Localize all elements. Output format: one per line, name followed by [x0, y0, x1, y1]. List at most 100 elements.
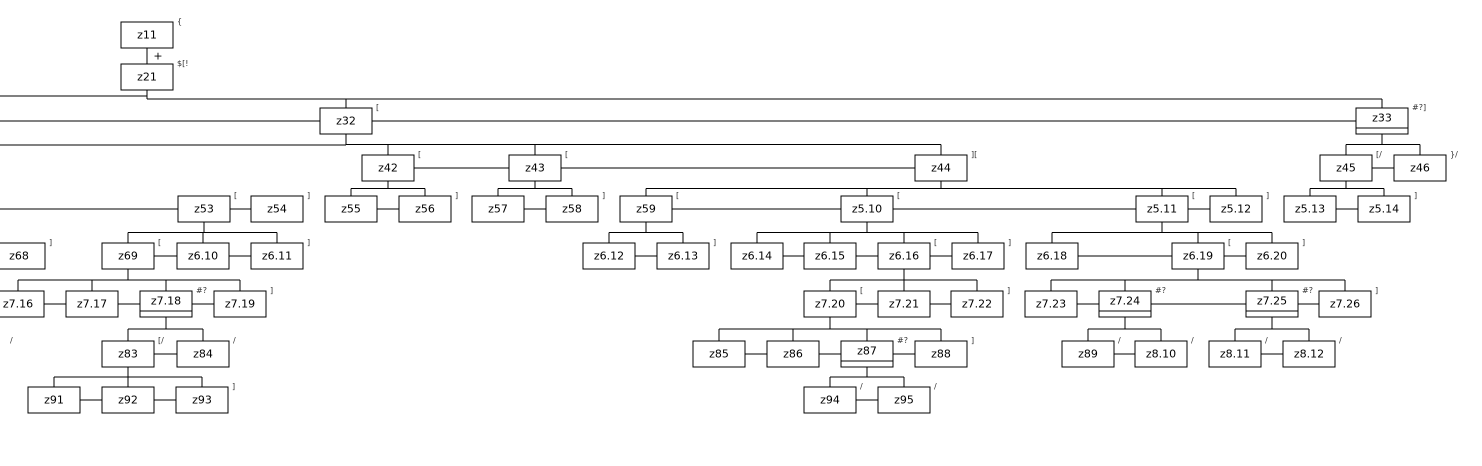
node-label: z94 [820, 394, 840, 407]
tree-node-z6.18[interactable]: z6.18 [1025, 242, 1079, 270]
tree-node-z88[interactable]: z88] [914, 336, 974, 368]
tree-node-z7.22[interactable]: z7.22] [950, 286, 1010, 318]
tree-node-z7.18[interactable]: z7.18#? [139, 286, 207, 318]
tree-node-z57[interactable]: z57 [471, 195, 525, 223]
tree-node-z83[interactable]: z83[/ [101, 336, 164, 368]
node-box [0, 242, 46, 270]
node-annotation: [ [158, 238, 161, 247]
tree-node-z6.14[interactable]: z6.14 [730, 242, 784, 270]
node-box [877, 290, 931, 318]
tree-node-z7.25[interactable]: z7.25#? [1245, 286, 1313, 318]
tree-node-z46[interactable]: z46}/ [1393, 150, 1458, 182]
tree-node-z6.11[interactable]: z6.11] [250, 238, 310, 270]
tree-node-z5.12[interactable]: z5.12] [1209, 191, 1269, 223]
tree-node-z84[interactable]: z84/ [176, 336, 236, 368]
tree-node-z85[interactable]: z85 [692, 340, 746, 368]
tree-node-z7.23[interactable]: z7.23 [1024, 290, 1078, 318]
tree-node-z6.15[interactable]: z6.15 [803, 242, 857, 270]
tree-node-z32[interactable]: z32[ [319, 103, 379, 135]
nodes-layer: z11{z21$[!z32[z33#?]z42[z43[z44][z45[/z4… [0, 17, 1458, 414]
tree-node-z5.14[interactable]: z5.14] [1357, 191, 1417, 223]
node-label: z8.11 [1220, 348, 1250, 361]
tree-node-z8.11[interactable]: z8.11/ [1208, 336, 1268, 368]
tree-node-z8.10[interactable]: z8.10/ [1134, 336, 1194, 368]
tree-node-z7.17[interactable]: z7.17 [65, 290, 119, 318]
node-label: z89 [1078, 348, 1098, 361]
tree-node-z7.16[interactable]: z7.16 [0, 290, 45, 318]
node-annotation: / [1191, 336, 1194, 345]
tree-node-z7.21[interactable]: z7.21 [877, 290, 931, 318]
node-annotation: ] [602, 191, 605, 200]
node-annotation: ] [1007, 286, 1010, 295]
tree-node-z87[interactable]: z87#? [840, 336, 908, 368]
tree-node-z58[interactable]: z58] [545, 191, 605, 223]
tree-node-z42[interactable]: z42[ [361, 150, 421, 182]
tree-node-z43[interactable]: z43[ [508, 150, 568, 182]
tree-node-z89[interactable]: z89/ [1061, 336, 1121, 368]
node-annotation: ] [307, 238, 310, 247]
tree-node-z6.13[interactable]: z6.13] [656, 238, 716, 270]
tree-node-z91[interactable]: z91 [27, 386, 81, 414]
node-annotation: / [1339, 336, 1342, 345]
tree-node-z8.12[interactable]: z8.12 / [1282, 336, 1342, 368]
tree-node-z44[interactable]: z44][ [914, 150, 977, 182]
tree-node-z6.12[interactable]: z6.12 [582, 242, 636, 270]
node-box [361, 154, 415, 182]
tree-node-z21[interactable]: z21$[! [120, 59, 188, 91]
tree-node-z6.20[interactable]: z6.20] [1245, 238, 1305, 270]
node-annotation: [ [934, 238, 937, 247]
tree-node-z6.19[interactable]: z6.19[ [1171, 238, 1231, 270]
tree-node-z54[interactable]: z54] [250, 191, 310, 223]
tree-node-z55[interactable]: z55 [324, 195, 378, 223]
tree-node-z7.19[interactable]: z7.19] [213, 286, 273, 318]
node-label: z5.10 [852, 203, 882, 216]
node-label: z6.19 [1183, 250, 1213, 263]
node-label: z86 [783, 348, 803, 361]
node-label: z42 [378, 162, 398, 175]
tree-node-z86[interactable]: z86 [766, 340, 820, 368]
tree-node-z11[interactable]: z11{ [120, 17, 182, 49]
tree-node-z56[interactable]: z56] [398, 191, 458, 223]
node-box [101, 386, 155, 414]
tree-node-z94[interactable]: z94/ [803, 382, 863, 414]
tree-node-z7.20[interactable]: z7.20[ [803, 286, 863, 318]
node-annotation: ] [1266, 191, 1269, 200]
node-box [877, 386, 931, 414]
node-box [1282, 340, 1336, 368]
tree-node-z45[interactable]: z45[/ [1319, 150, 1382, 182]
node-box [840, 195, 894, 223]
tree-node-z95[interactable]: z95/ [877, 382, 937, 414]
node-annotation: [ [234, 191, 237, 200]
node-label: z45 [1336, 162, 1356, 175]
node-annotation: #? [897, 336, 908, 345]
node-box [139, 290, 193, 318]
tree-node-z68[interactable]: z68] [0, 238, 52, 270]
node-label: z6.20 [1257, 250, 1287, 263]
tree-node-z5.13[interactable]: z5.13 [1283, 195, 1337, 223]
node-box [914, 340, 968, 368]
tree-node-z6.16[interactable]: z6.16[ [877, 238, 937, 270]
node-label: z6.12 [594, 250, 624, 263]
tree-node-z53[interactable]: z53[ [177, 191, 237, 223]
node-box [803, 386, 857, 414]
node-label: z32 [336, 115, 356, 128]
node-annotation: [ [676, 191, 679, 200]
tree-node-z92[interactable]: z92 [101, 386, 155, 414]
tree-node-z6.17[interactable]: z6.17] [951, 238, 1011, 270]
node-label: z57 [488, 203, 508, 216]
tree-node-z5.11[interactable]: z5.11[ [1135, 191, 1195, 223]
node-label: z5.13 [1295, 203, 1325, 216]
node-box [324, 195, 378, 223]
tree-node-z93[interactable]: z93] [175, 382, 235, 414]
tree-node-cut[interactable]: / [10, 336, 13, 345]
tree-node-z7.24[interactable]: z7.24#? [1098, 286, 1166, 318]
node-annotation: [ [1192, 191, 1195, 200]
tree-node-z5.10[interactable]: z5.10[ [840, 191, 900, 223]
tree-node-z59[interactable]: z59[ [619, 191, 679, 223]
node-annotation: ] [971, 336, 974, 345]
tree-node-z69[interactable]: z69[ [101, 238, 161, 270]
tree-node-z33[interactable]: z33#?] [1355, 103, 1426, 135]
node-label: z8.12 [1294, 348, 1324, 361]
tree-node-z6.10[interactable]: z6.10 [176, 242, 230, 270]
tree-node-z7.26[interactable]: z7.26] [1318, 286, 1378, 318]
